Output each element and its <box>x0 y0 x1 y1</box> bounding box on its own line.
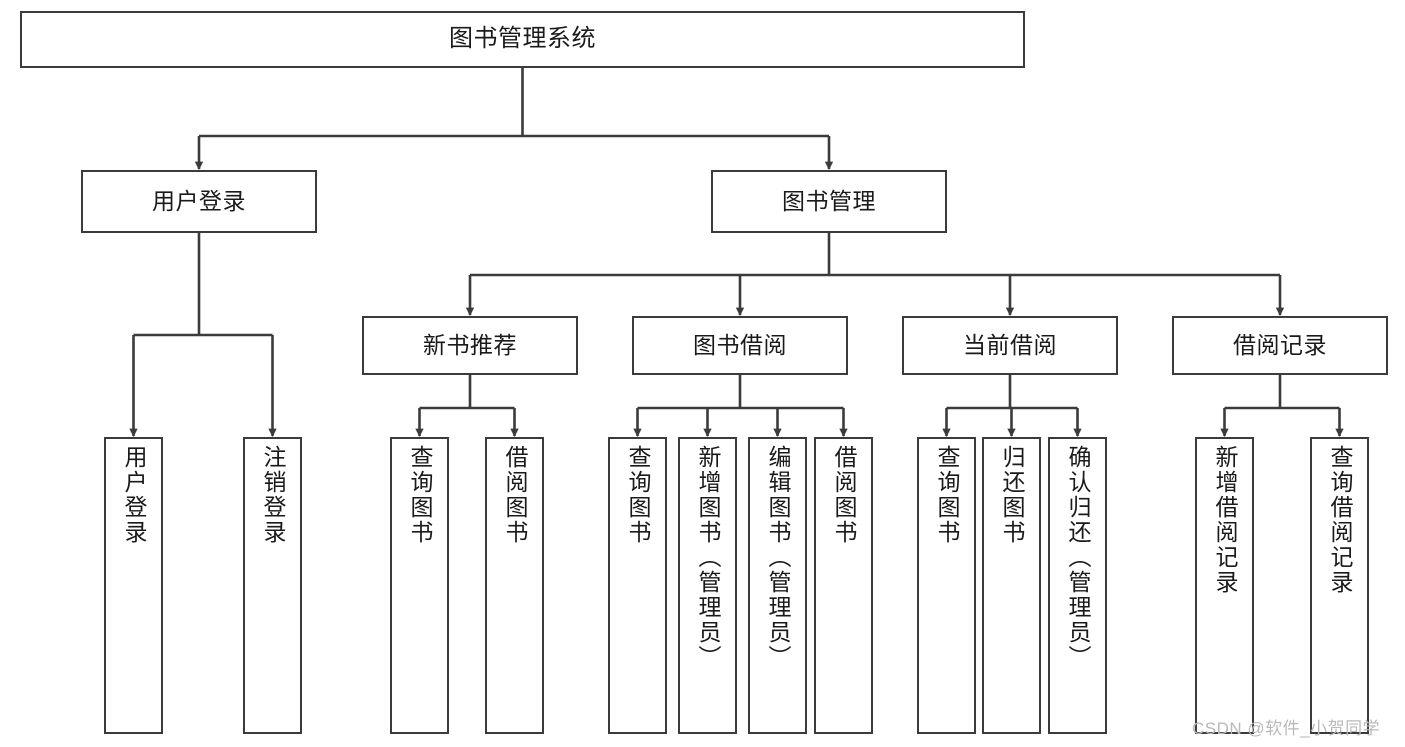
node-label: 注销登录 <box>260 445 286 545</box>
node-leaf-add-book[interactable]: 新增图书（管理员） <box>678 437 737 734</box>
node-label: 借阅记录 <box>1233 331 1327 358</box>
node-label: 图书管理系统 <box>449 25 596 53</box>
node-label: 查询图书 <box>934 445 960 545</box>
node-current-borrow[interactable]: 当前借阅 <box>902 316 1118 375</box>
node-leaf-borrow-book-2[interactable]: 借阅图书 <box>814 437 873 734</box>
edge-group <box>129 68 1344 437</box>
node-label: 确认归还（管理员） <box>1065 445 1091 670</box>
node-book-borrow[interactable]: 图书借阅 <box>632 316 848 375</box>
node-label: 用户登录 <box>152 187 246 214</box>
node-label: 查询图书 <box>407 445 433 545</box>
node-leaf-query-book-3[interactable]: 查询图书 <box>917 437 976 734</box>
node-label: 借阅图书 <box>502 445 528 545</box>
node-user-login[interactable]: 用户登录 <box>81 170 317 233</box>
node-label: 新书推荐 <box>423 331 517 358</box>
node-root[interactable]: 图书管理系统 <box>20 11 1025 68</box>
node-label: 查询图书 <box>625 445 651 545</box>
node-book-manage[interactable]: 图书管理 <box>711 170 947 233</box>
node-leaf-query-book-1[interactable]: 查询图书 <box>390 437 449 734</box>
node-new-book-rec[interactable]: 新书推荐 <box>362 316 578 375</box>
node-label: 新增借阅记录 <box>1212 445 1238 595</box>
node-leaf-return-book[interactable]: 归还图书 <box>982 437 1041 734</box>
node-label: 用户登录 <box>121 445 147 545</box>
node-label: 图书借阅 <box>693 331 787 358</box>
csdn-watermark: CSDN @软件_小贺同学 <box>1192 719 1381 738</box>
node-label: 归还图书 <box>999 445 1025 545</box>
node-label: 查询借阅记录 <box>1327 445 1353 595</box>
node-leaf-query-record[interactable]: 查询借阅记录 <box>1310 437 1369 734</box>
node-leaf-confirm-return[interactable]: 确认归还（管理员） <box>1048 437 1107 734</box>
node-leaf-add-record[interactable]: 新增借阅记录 <box>1195 437 1254 734</box>
node-label: 借阅图书 <box>831 445 857 545</box>
node-label: 新增图书（管理员） <box>695 445 721 670</box>
node-borrow-record[interactable]: 借阅记录 <box>1172 316 1388 375</box>
node-leaf-edit-book[interactable]: 编辑图书（管理员） <box>748 437 807 734</box>
node-label: 编辑图书（管理员） <box>765 445 791 670</box>
node-leaf-user-logout[interactable]: 注销登录 <box>243 437 302 734</box>
node-label: 当前借阅 <box>963 331 1057 358</box>
node-leaf-query-book-2[interactable]: 查询图书 <box>608 437 667 734</box>
node-leaf-user-login[interactable]: 用户登录 <box>104 437 163 734</box>
node-leaf-borrow-book-1[interactable]: 借阅图书 <box>485 437 544 734</box>
node-label: 图书管理 <box>782 187 876 214</box>
